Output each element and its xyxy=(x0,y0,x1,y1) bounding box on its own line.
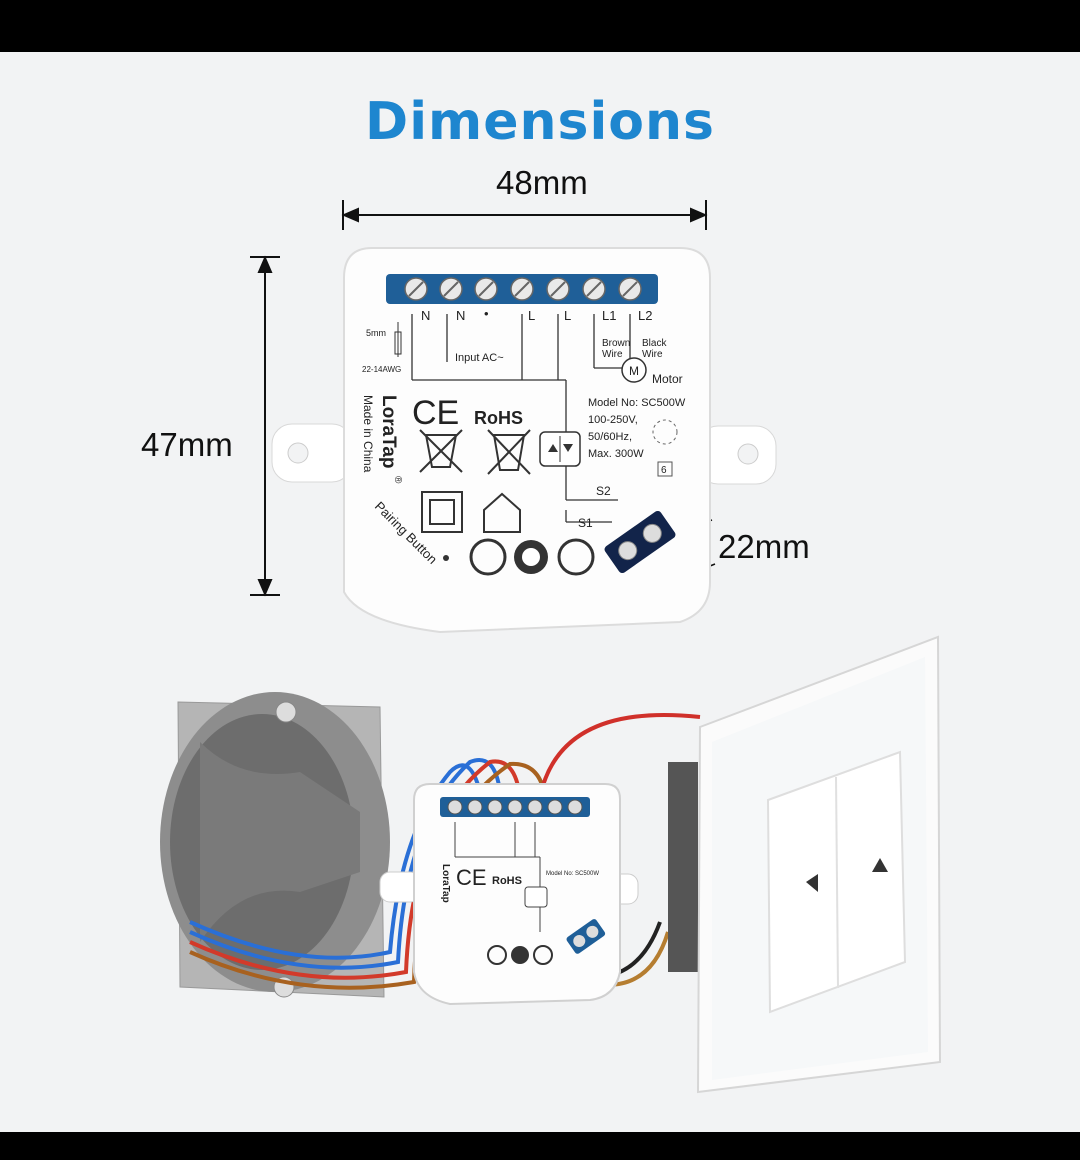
tidy-man-icon xyxy=(557,538,595,576)
terminal-label-2: • xyxy=(484,306,489,321)
terminal-label-0: N xyxy=(421,308,430,323)
input-label: Input AC~ xyxy=(455,352,504,364)
rohs-mark: RoHS xyxy=(474,408,523,428)
illustration-svg: N N • L L L1 L2 5mm 22-14AWG Input AC~ B… xyxy=(160,200,942,1094)
small-device: CE RoHS Model No: SC500W LoraTap xyxy=(379,783,639,1006)
svg-text:CE: CE xyxy=(456,865,487,890)
depth-dimension-label: 22mm xyxy=(718,528,810,565)
motor-symbol: M xyxy=(629,364,639,378)
down-arrow-icon xyxy=(806,874,818,892)
max-power-label: Max. 300W xyxy=(588,448,644,460)
brown-wire-label-2: Wire xyxy=(602,349,623,360)
s2-label: S2 xyxy=(596,484,611,498)
frequency-label: 50/60Hz, xyxy=(588,431,632,443)
product-image: Dimensions 48mm 47mm 22mm xyxy=(0,52,1080,1132)
top-black-bar xyxy=(0,0,1080,52)
model-label: Model No: SC500W xyxy=(588,397,686,409)
device-module: N N • L L L1 L2 5mm 22-14AWG Input AC~ B… xyxy=(271,247,777,634)
class-ii-icon xyxy=(421,491,463,533)
registered-mark: ® xyxy=(392,476,403,484)
terminal-label-5: L1 xyxy=(602,308,616,323)
page-title: Dimensions xyxy=(365,92,715,152)
wall-switch xyxy=(668,635,942,1094)
terminal-label-1: N xyxy=(456,308,465,323)
motor-label: Motor xyxy=(652,372,683,386)
svg-text:LoraTap: LoraTap xyxy=(440,864,451,903)
svg-text:Model No: SC500W: Model No: SC500W xyxy=(546,871,599,877)
terminal-label-6: L2 xyxy=(638,308,652,323)
wall-box xyxy=(160,692,390,998)
origin-label: Made in China xyxy=(361,395,375,473)
brown-wire-label-1: Brown xyxy=(602,338,630,349)
width-dimension-label: 48mm xyxy=(496,164,588,201)
ce-mark: CE xyxy=(412,394,459,432)
bin-icons xyxy=(419,429,531,475)
up-arrow-icon xyxy=(872,858,888,872)
voltage-label: 100-250V, xyxy=(588,414,638,426)
wire-strip-label: 5mm xyxy=(366,328,386,338)
recycle-icon xyxy=(469,538,507,576)
height-arrow xyxy=(250,255,280,597)
brand-label: LoraTap xyxy=(378,395,399,469)
terminal-label-4: L xyxy=(564,308,571,323)
black-wire-label-1: Black xyxy=(642,338,667,349)
switch-terminal xyxy=(604,510,676,574)
black-wire-label-2: Wire xyxy=(642,349,663,360)
bottom-black-bar xyxy=(0,1132,1080,1160)
class-mark-label: 6 xyxy=(661,465,667,476)
awg-label: 22-14AWG xyxy=(362,365,401,374)
height-dimension-label: 47mm xyxy=(141,426,233,463)
terminal-label-3: L xyxy=(528,308,535,323)
house-icon xyxy=(483,492,521,533)
svg-text:RoHS: RoHS xyxy=(492,875,522,887)
width-arrow xyxy=(341,200,708,230)
s1-label: S1 xyxy=(578,516,593,530)
